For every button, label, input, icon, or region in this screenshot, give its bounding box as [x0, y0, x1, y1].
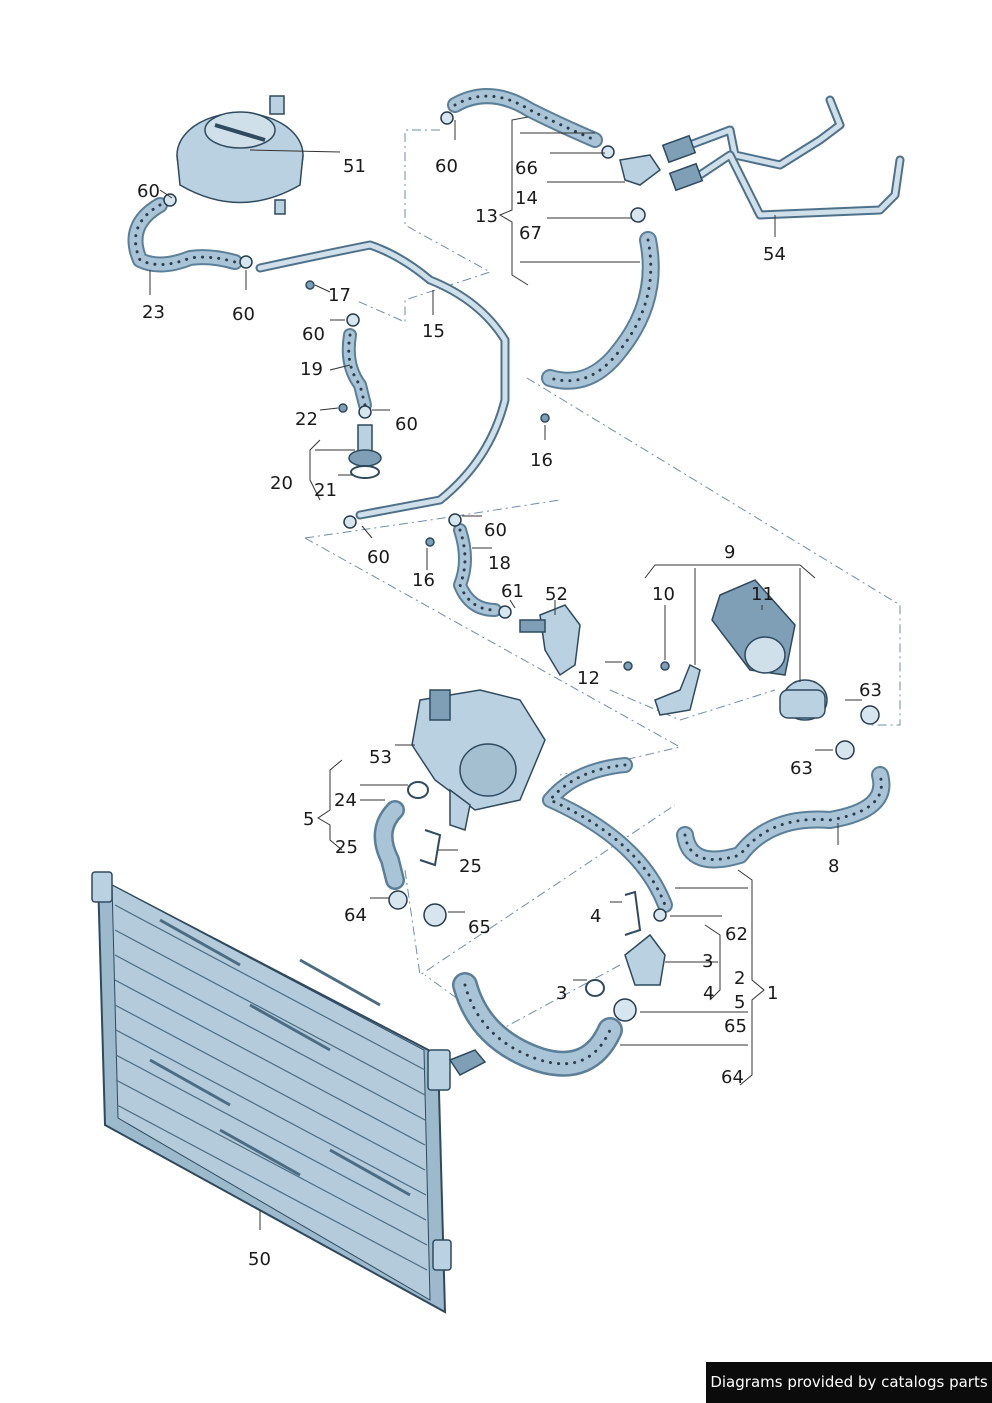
- callout-4: 4: [703, 983, 714, 1004]
- callout-8: 8: [828, 856, 839, 877]
- callout-60: 60: [232, 304, 255, 325]
- callout-9: 9: [724, 542, 735, 563]
- callout-65: 65: [468, 917, 491, 938]
- callout-10: 10: [652, 584, 675, 605]
- callout-12: 12: [577, 668, 600, 689]
- callout-60: 60: [367, 547, 390, 568]
- callout-14: 14: [515, 188, 538, 209]
- callout-67: 67: [519, 223, 542, 244]
- callout-52: 52: [545, 584, 568, 605]
- callout-3: 3: [702, 951, 713, 972]
- metal-pipes: [255, 95, 905, 520]
- callout-64: 64: [721, 1067, 744, 1088]
- callout-50: 50: [248, 1249, 271, 1270]
- callout-2: 2: [734, 968, 745, 989]
- callout-22: 22: [295, 409, 318, 430]
- callout-23: 23: [142, 302, 165, 323]
- callout-64: 64: [344, 905, 367, 926]
- callout-63: 63: [790, 758, 813, 779]
- callout-4: 4: [590, 906, 601, 927]
- callout-16: 16: [530, 450, 553, 471]
- callout-60: 60: [395, 414, 418, 435]
- callout-5: 5: [734, 992, 745, 1013]
- callout-66: 66: [515, 158, 538, 179]
- radiator-part-50: [91, 871, 487, 1314]
- callout-21: 21: [314, 480, 337, 501]
- small-parts: [163, 111, 880, 1022]
- callout-63: 63: [859, 680, 882, 701]
- callout-60: 60: [302, 324, 325, 345]
- callout-51: 51: [343, 156, 366, 177]
- callout-17: 17: [328, 285, 351, 306]
- callout-25: 25: [459, 856, 482, 877]
- callout-labels: 51 60 23 60 17 60 15 19 22 60 20 21 16 6…: [137, 156, 882, 1270]
- callout-60: 60: [484, 520, 507, 541]
- coolant-hoses: [127, 88, 891, 1077]
- watermark-banner: Diagrams provided by catalogs parts: [706, 1362, 992, 1403]
- callout-60: 60: [435, 156, 458, 177]
- callout-65: 65: [724, 1016, 747, 1037]
- callout-60: 60: [137, 181, 160, 202]
- callout-24: 24: [334, 790, 357, 811]
- callout-13: 13: [475, 206, 498, 227]
- callout-16: 16: [412, 570, 435, 591]
- callout-62: 62: [725, 924, 748, 945]
- callout-54: 54: [763, 244, 786, 265]
- callout-19: 19: [300, 359, 323, 380]
- callout-20: 20: [270, 473, 293, 494]
- callout-11: 11: [751, 584, 774, 605]
- callout-53: 53: [369, 747, 392, 768]
- leader-lines: [149, 116, 862, 1230]
- callout-1: 1: [767, 983, 778, 1004]
- callout-18: 18: [488, 553, 511, 574]
- callout-3: 3: [556, 983, 567, 1004]
- callout-25: 25: [335, 837, 358, 858]
- callout-15: 15: [422, 321, 445, 342]
- callout-61: 61: [501, 581, 524, 602]
- expansion-tank-part-51: [176, 95, 304, 215]
- callout-5: 5: [303, 809, 314, 830]
